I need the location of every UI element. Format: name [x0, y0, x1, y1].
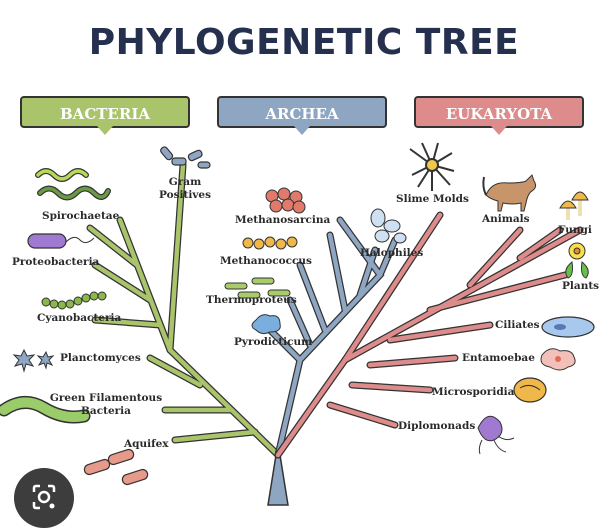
- label-thermoproteus: Thermoproteus: [206, 294, 297, 306]
- label-plants: Plants: [562, 280, 600, 292]
- label-methanococcus: Methanococcus: [220, 255, 312, 267]
- ciliates-icon: [541, 316, 595, 338]
- label-fungi: Fungi: [558, 224, 592, 236]
- label-animals: Animals: [482, 213, 530, 225]
- archea-banner: ARCHEA: [217, 96, 387, 135]
- label-green-filamentous-line2: Bacteria: [81, 405, 131, 417]
- thermoproteus-icon: [224, 277, 291, 299]
- label-microsporidia: Microsporidia: [432, 386, 515, 398]
- label-proteobacteria: Proteobacteria: [12, 256, 100, 268]
- label-green-filamentous-line1: Green Filamentous: [49, 392, 163, 404]
- label-slime-molds: Slime Molds: [396, 193, 469, 205]
- fungi-icon: [559, 191, 589, 220]
- microsporidia-icon: [513, 377, 547, 403]
- page-title: PHYLOGENETIC TREE: [88, 22, 520, 63]
- label-cyanobacteria: Cyanobacteria: [37, 312, 122, 324]
- aquifex-icon: [83, 448, 149, 486]
- label-gram-positives-line1: Gram: [168, 176, 202, 188]
- eukaryota-branch-fill: [275, 212, 583, 458]
- label-aquifex: Aquifex: [124, 438, 169, 450]
- label-diplomonads: Diplomonads: [398, 420, 476, 432]
- methanosarcina-icon: [265, 187, 306, 214]
- pyrodicticum-icon: [251, 314, 281, 335]
- label-green-filamentous-bacteria: Green Filamentous Bacteria: [46, 392, 166, 418]
- label-entamoebae: Entamoebae: [462, 352, 535, 364]
- animals-icon: [482, 174, 537, 212]
- label-gram-positives: Gram Positives: [155, 176, 215, 202]
- bacteria-branch-fill: [87, 162, 281, 458]
- entamoebae-icon: [540, 348, 576, 371]
- archea-branch-fill: [267, 217, 398, 458]
- visual-search-button[interactable]: [14, 468, 74, 528]
- proteobacteria-icon: [27, 233, 95, 249]
- lens-icon: [32, 484, 56, 510]
- slime-molds-icon: [409, 142, 455, 191]
- label-pyrodicticum: Pyrodicticum: [234, 336, 313, 348]
- label-gram-positives-line2: Positives: [158, 189, 212, 201]
- planctomyces-icon: [12, 348, 55, 373]
- green-filamentous-icon: [0, 396, 91, 424]
- halophiles-icon: [370, 208, 407, 244]
- label-ciliates: Ciliates: [495, 319, 540, 331]
- cyanobacteria-icon: [41, 291, 107, 310]
- tree-trunk: [267, 454, 289, 506]
- label-halophiles: Halophiles: [360, 247, 424, 259]
- bacteria-banner: BACTERIA: [20, 96, 190, 135]
- eukaryota-banner: EUKARYOTA: [414, 96, 584, 135]
- label-planctomyces: Planctomyces: [60, 352, 141, 364]
- label-spirochaetae: Spirochaetae: [42, 210, 120, 222]
- plants-icon: [565, 242, 589, 279]
- label-methanosarcina: Methanosarcina: [235, 214, 331, 226]
- diplomonads-icon: [477, 415, 515, 455]
- spirochaetae-icon: [35, 168, 111, 201]
- gram-positives-icon: [160, 146, 211, 169]
- methanococcus-icon: [242, 236, 298, 250]
